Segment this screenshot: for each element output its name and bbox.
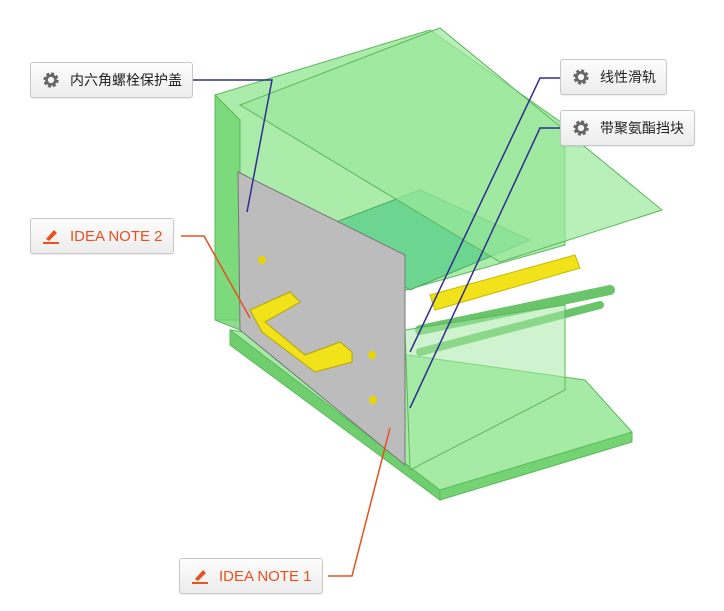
callout-idea-note-1[interactable]: IDEA NOTE 1: [179, 558, 323, 594]
gear-icon: [571, 67, 591, 87]
pencil-icon: [190, 566, 210, 586]
housing-front: [404, 304, 566, 471]
callout-idea-note-2[interactable]: IDEA NOTE 2: [30, 218, 174, 254]
callout-label: 内六角螺栓保护盖: [70, 73, 182, 89]
roller-yellow: [429, 254, 581, 311]
pencil-icon: [41, 226, 61, 246]
side-plate: [237, 171, 406, 467]
gear-icon: [571, 118, 591, 138]
callout-hex-bolt-cover[interactable]: 内六角螺栓保护盖: [30, 62, 193, 98]
handle: [249, 291, 353, 373]
callout-pu-stopper[interactable]: 带聚氨酯挡块: [560, 110, 695, 146]
top-cover: [238, 27, 664, 263]
callout-label: 带聚氨酯挡块: [600, 121, 684, 137]
callout-label: IDEA NOTE 2: [70, 227, 163, 245]
callout-label: IDEA NOTE 1: [219, 567, 312, 585]
base-plate-side: [439, 431, 633, 501]
callout-label: 线性滑轨: [600, 70, 656, 86]
gear-icon: [41, 70, 61, 90]
callout-linear-rail[interactable]: 线性滑轨: [560, 59, 667, 95]
